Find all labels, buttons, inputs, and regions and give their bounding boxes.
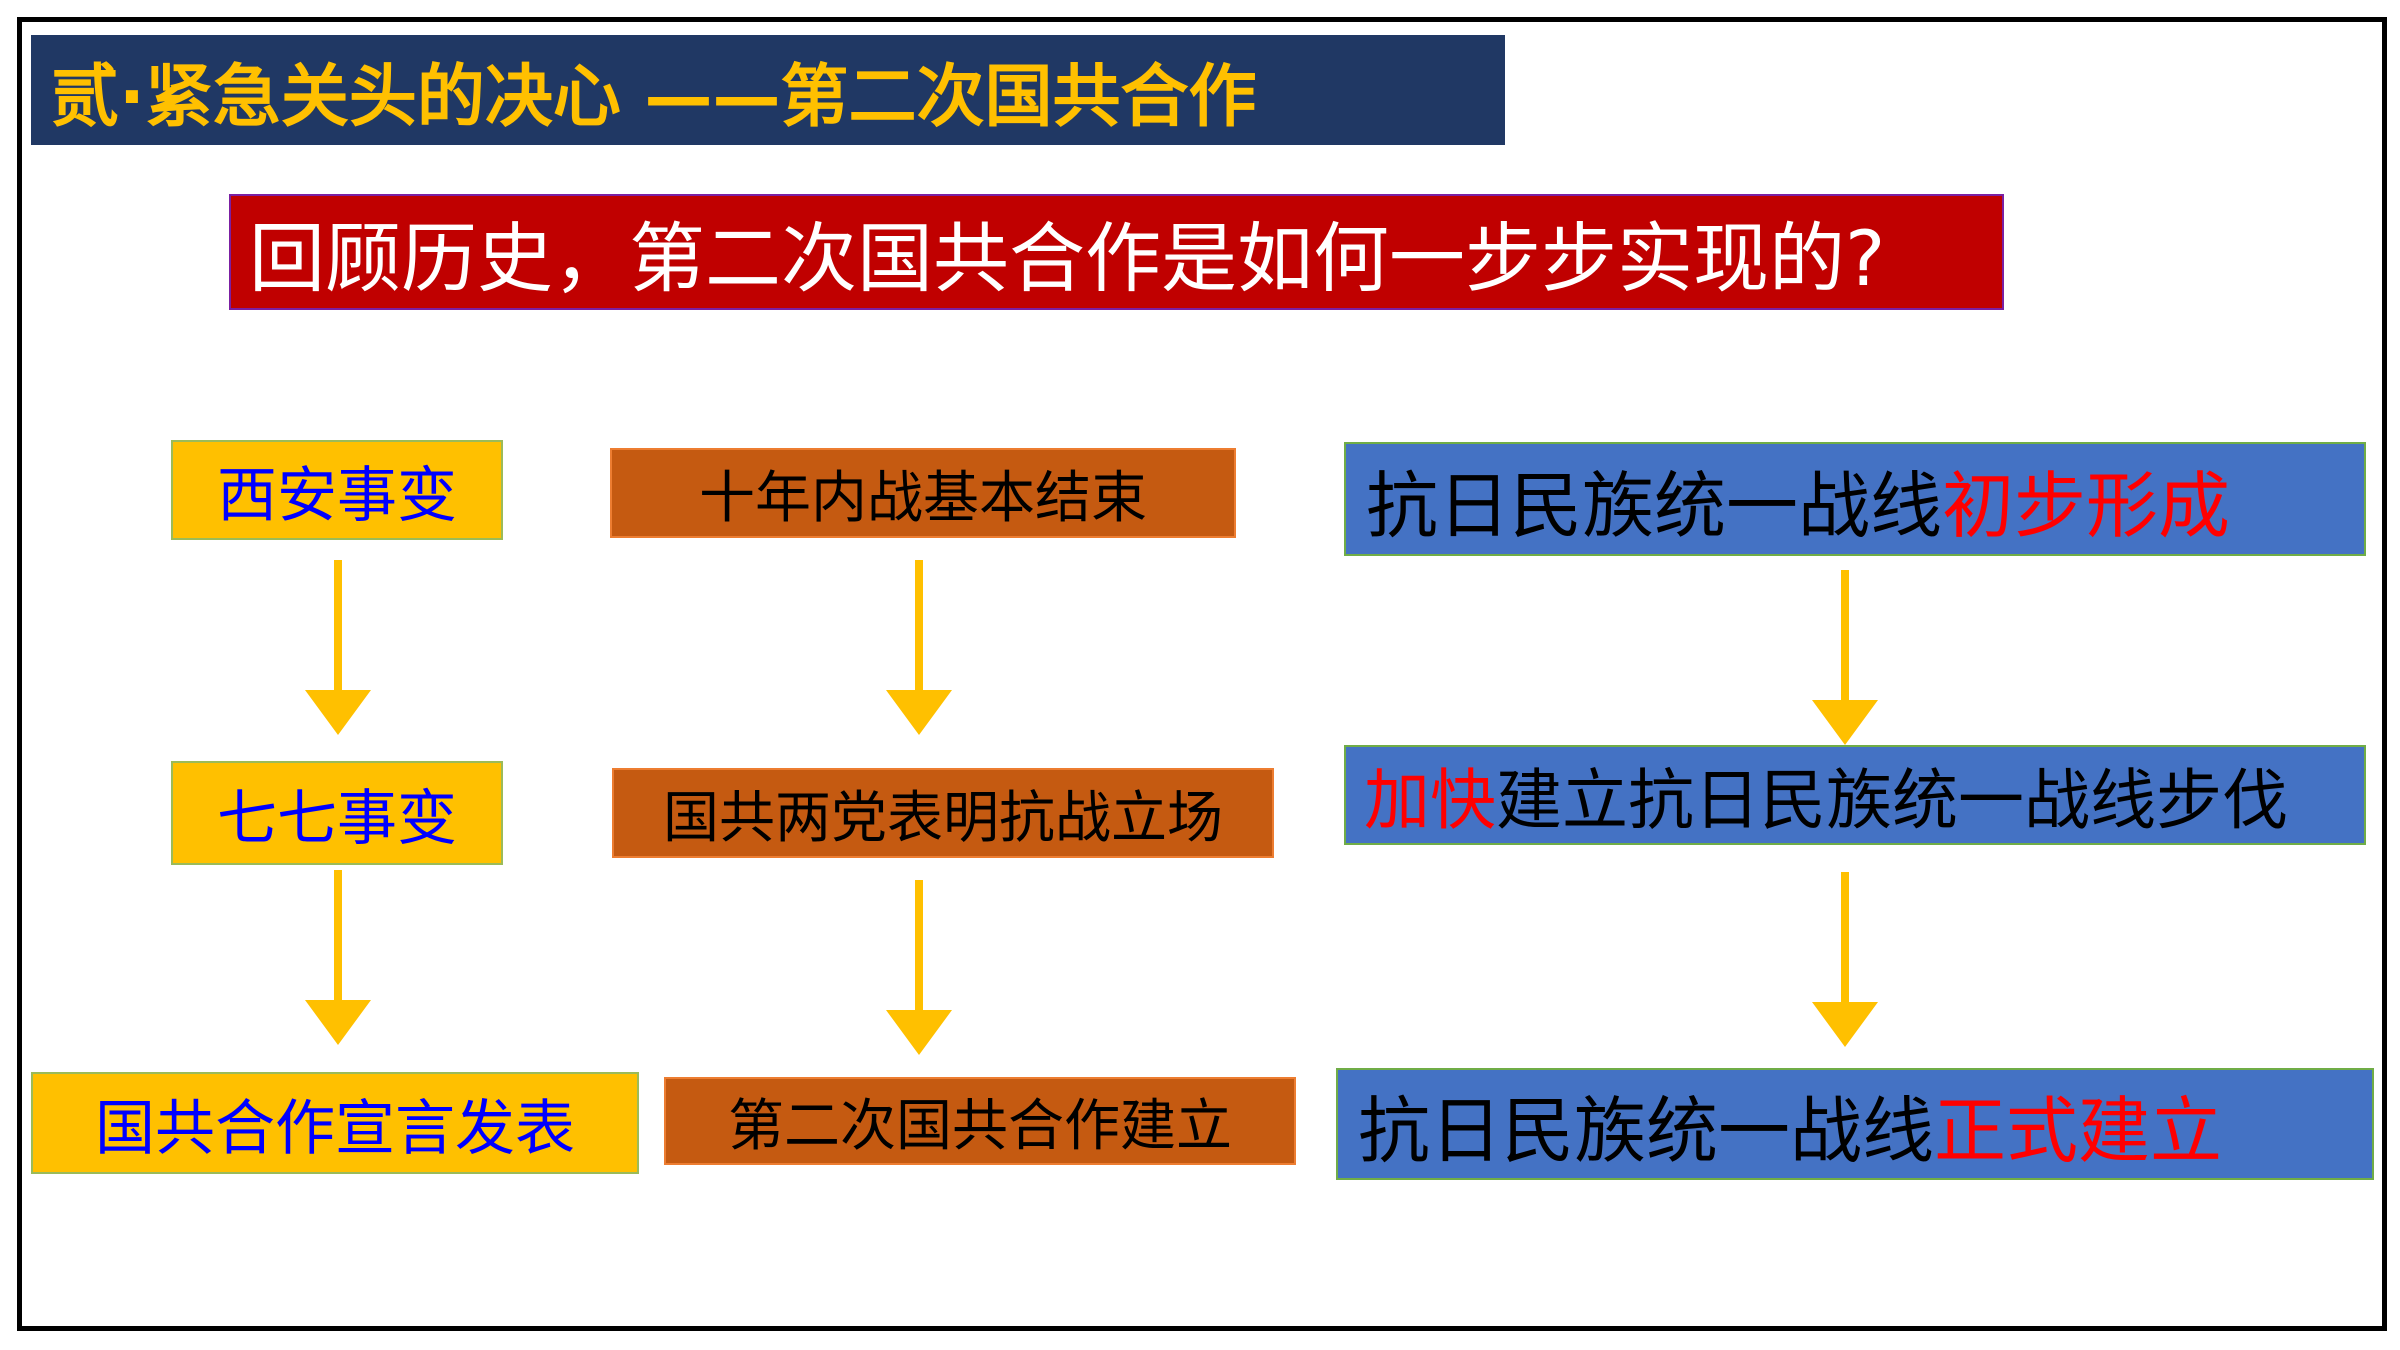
arrow-down-icon [305,870,371,1045]
arrow-down-icon [886,560,952,735]
arrow-down-icon [1812,570,1878,745]
event-box-3: 国共合作宣言发表 [31,1072,639,1174]
front-box-1: 抗日民族统一战线初步形成 [1344,442,2366,556]
front-box-2: 加快建立抗日民族统一战线步伐 [1344,745,2366,845]
front-3-text: 抗日民族统一战线 [1358,1088,1935,1173]
arrow-down-icon [305,560,371,735]
front-1-text: 抗日民族统一战线 [1366,463,1943,548]
front-1-highlight: 初步形成 [1942,463,2231,548]
result-box-1: 十年内战基本结束 [610,448,1236,538]
result-box-3: 第二次国共合作建立 [664,1077,1296,1165]
event-box-1: 西安事变 [171,440,503,540]
front-2-highlight: 加快 [1364,762,1496,839]
front-3-highlight: 正式建立 [1934,1088,2223,1173]
arrow-down-icon [1812,872,1878,1047]
event-box-2: 七七事变 [171,761,503,865]
front-box-3: 抗日民族统一战线正式建立 [1336,1068,2374,1180]
result-box-2: 国共两党表明抗战立场 [612,768,1274,858]
slide-title: 贰·紧急关头的决心 ——第二次国共合作 [31,35,1505,145]
arrow-down-icon [886,880,952,1055]
question-banner: 回顾历史，第二次国共合作是如何一步步实现的? [229,194,2004,310]
front-2-tail: 建立抗日民族统一战线步伐 [1496,762,2288,839]
